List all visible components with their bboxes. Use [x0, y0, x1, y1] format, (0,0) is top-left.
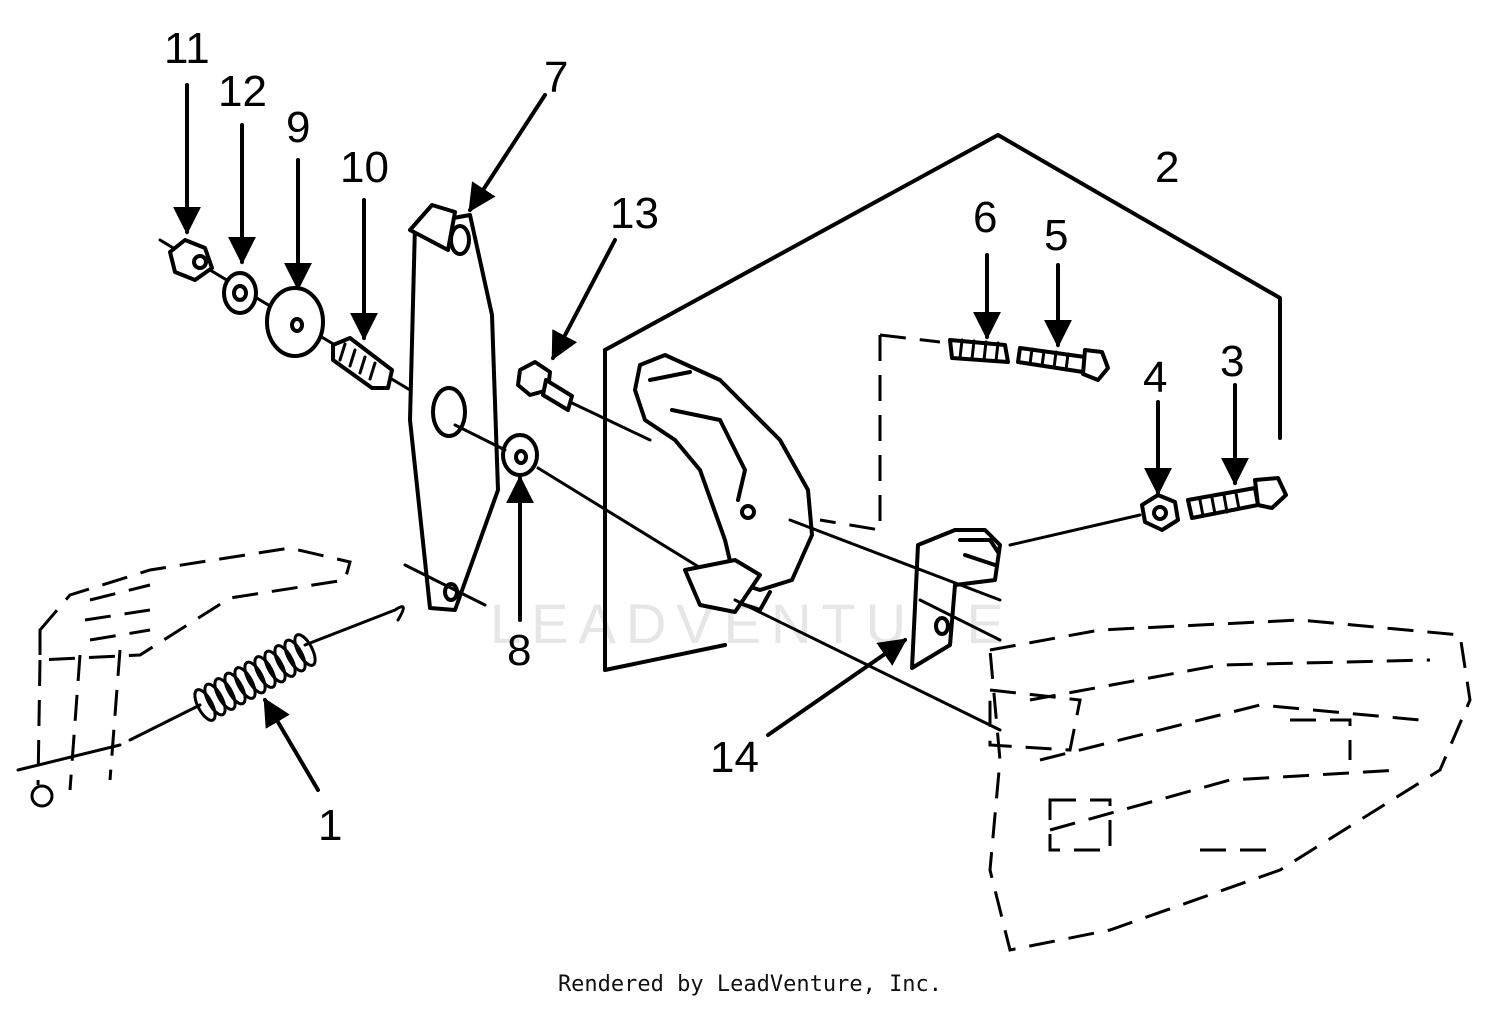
washer-part-8 — [453, 423, 722, 582]
callout-3: 3 — [1220, 337, 1244, 386]
callout-14: 14 — [710, 733, 759, 782]
spring-coil — [273, 644, 297, 678]
callout-5: 5 — [1044, 211, 1068, 260]
render-credit: Rendered by LeadVenture, Inc. — [557, 972, 943, 997]
spring-coil — [243, 660, 267, 695]
spring-coil — [213, 677, 237, 711]
left-bracket-dashed — [30, 546, 352, 808]
base-frame-dashed — [988, 618, 1472, 952]
callout-4: 4 — [1143, 353, 1167, 402]
spring-coil — [223, 671, 247, 706]
spring-part-1 — [16, 605, 405, 772]
bolt-part-13 — [516, 360, 652, 442]
group-bracket-part-2 — [603, 133, 1282, 672]
spring-coil — [203, 682, 227, 717]
callout-leaders — [173, 83, 1249, 792]
bolt-part-3 — [1186, 476, 1288, 520]
bolt-part-5 — [819, 333, 1110, 532]
spring-coil — [233, 666, 257, 700]
nut-part-4 — [1140, 493, 1180, 532]
spring-coil — [193, 688, 217, 722]
callout-6: 6 — [973, 193, 997, 242]
hardware-stack — [158, 238, 412, 392]
callout-9: 9 — [286, 103, 310, 152]
callout-7: 7 — [544, 53, 568, 102]
callout-13: 13 — [610, 189, 659, 238]
spring-coil — [253, 655, 277, 689]
callout-labels: 11 12 9 10 7 13 2 6 5 4 3 8 1 14 — [164, 24, 1244, 850]
spring-coil — [293, 633, 317, 667]
spring-part-6 — [948, 338, 1010, 364]
lever-part-7 — [408, 203, 500, 612]
callout-12: 12 — [218, 67, 267, 116]
callout-11: 11 — [164, 24, 210, 73]
callout-8: 8 — [507, 626, 531, 675]
spring-coil — [283, 638, 307, 673]
bracket-assembly-part-2 — [633, 353, 814, 614]
callout-1: 1 — [318, 801, 342, 850]
callout-10: 10 — [340, 143, 389, 192]
spring-coil — [263, 649, 287, 684]
callout-2: 2 — [1155, 143, 1179, 192]
bracket-part-14 — [788, 513, 1142, 670]
